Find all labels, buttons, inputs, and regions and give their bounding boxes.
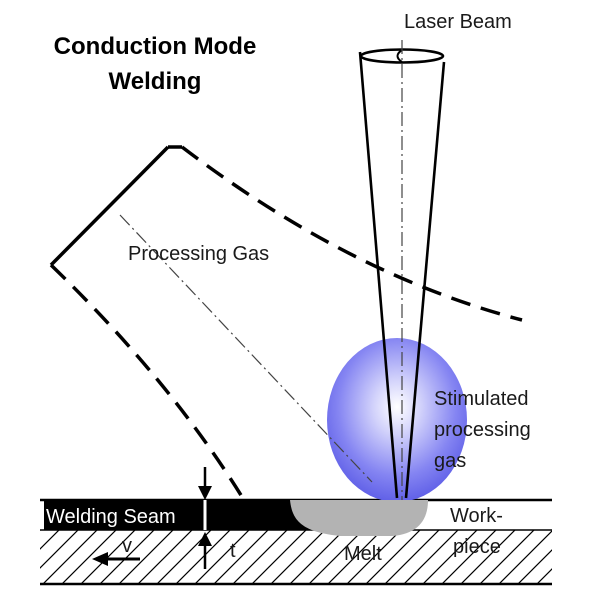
label-workpiece-line2: piece — [453, 536, 501, 558]
label-stimulated-gas-line2: processing — [434, 419, 531, 441]
gas-flow-axis — [119, 214, 373, 483]
label-stimulated-gas-line1: Stimulated — [434, 388, 529, 410]
velocity-arrow — [92, 552, 140, 566]
label-stimulated-gas-line3: gas — [434, 450, 466, 472]
melt-pool — [290, 500, 428, 536]
label-processing-gas: Processing Gas — [128, 243, 269, 265]
welding-seam — [44, 500, 319, 530]
stimulated-gas-plume — [327, 338, 467, 502]
label-laser-beam: Laser Beam — [404, 11, 512, 33]
gas-nozzle — [49, 145, 182, 267]
diagram-title-line2: Welding — [109, 68, 202, 95]
thickness-indicator — [198, 467, 212, 569]
label-velocity: v — [122, 535, 132, 557]
label-melt: Melt — [344, 543, 382, 565]
label-workpiece-line1: Work- — [450, 505, 503, 527]
label-thickness: t — [230, 540, 236, 562]
diagram-title-line1: Conduction Mode — [54, 33, 257, 60]
label-welding-seam: Welding Seam — [46, 506, 176, 528]
gas-flow-boundary — [49, 145, 523, 501]
